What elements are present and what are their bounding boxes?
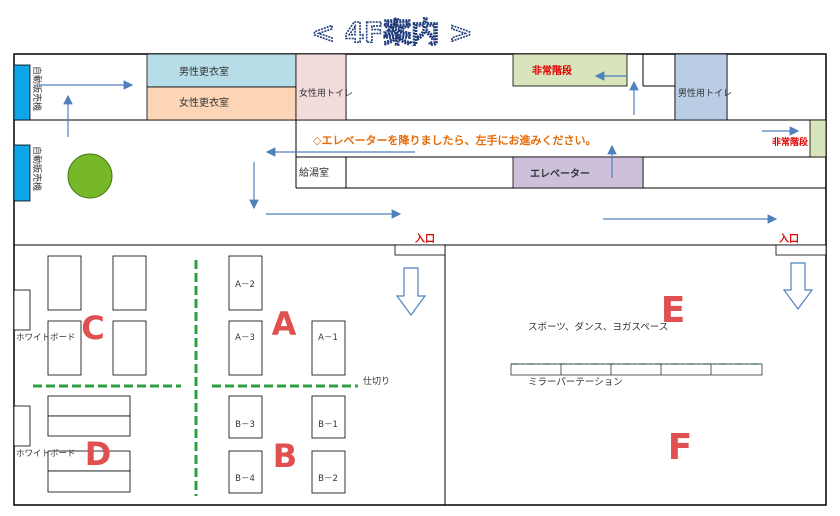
table-b4 (228, 450, 263, 494)
table-d-1 (47, 395, 131, 417)
building-outline (13, 53, 827, 506)
table-c-4 (112, 320, 147, 376)
entry-arrow-left-icon (395, 267, 427, 317)
men-toilet-label: 男性用トイレ (678, 87, 732, 99)
area-label-b: B (273, 437, 297, 475)
table-b1 (311, 395, 346, 439)
entrance-right-door (775, 244, 827, 256)
entrance-left-label: 入口 (415, 233, 435, 245)
mirror-partition-panels (510, 363, 763, 376)
table-b3-label: B－3 (235, 420, 255, 430)
area-label-c: C (81, 309, 104, 347)
kitchen-label: 給湯室 (299, 166, 329, 179)
vending-machine-bottom-label: 自動販売機 (31, 146, 43, 191)
guidance-text: ◇エレベーターを降りましたら、左手にお進みください。 (313, 133, 596, 147)
entrance-left-door (394, 244, 446, 256)
table-b3 (228, 395, 263, 439)
table-c-3 (47, 320, 82, 376)
elevator (512, 156, 644, 189)
table-c-1 (47, 255, 82, 311)
table-a2 (228, 255, 263, 311)
whiteboard-d-label: ホワイトボード (16, 449, 76, 459)
entrance-right-label: 入口 (779, 233, 799, 245)
mirror-partition-label: ミラーパーテーション (528, 377, 623, 388)
whiteboard-c-label: ホワイトボード (16, 333, 76, 343)
space-e-label: スポーツ、ダンス、ヨガスペース (528, 321, 668, 333)
men-changing-room-label: 男性更衣室 (179, 65, 229, 78)
area-label-f: F (668, 427, 693, 468)
vending-machine-bottom (13, 144, 31, 202)
page-title: < 4F案内 > (311, 16, 472, 49)
vending-machine-top (13, 64, 31, 121)
tree-icon (67, 153, 113, 199)
women-changing-room (146, 86, 297, 121)
whiteboard-d (13, 405, 31, 447)
table-a3 (228, 320, 263, 376)
table-b1-label: B－1 (318, 420, 338, 430)
table-d-4 (47, 470, 131, 493)
men-changing-room (146, 53, 297, 88)
area-label-e: E (661, 290, 686, 331)
elevator-label: エレベーター (530, 168, 590, 180)
table-a1-label: A－1 (318, 333, 338, 343)
women-toilet (295, 53, 347, 121)
emergency-stairs-right-label: 非常階段 (772, 136, 809, 148)
entry-arrow-right-icon (782, 262, 814, 311)
women-changing-room-label: 女性更衣室 (179, 96, 229, 109)
table-a1 (311, 320, 346, 376)
table-c-2 (112, 255, 147, 311)
table-b2 (311, 450, 346, 494)
table-a3-label: A－3 (235, 333, 255, 343)
emergency-stairs-right (809, 119, 827, 158)
partition-label: 仕切り (363, 375, 390, 387)
table-b2-label: B－2 (318, 474, 338, 484)
vending-machine-top-label: 自動販売機 (31, 66, 43, 111)
table-a2-label: A－2 (235, 280, 255, 290)
men-toilet (674, 53, 728, 121)
whiteboard-c (13, 289, 31, 331)
women-toilet-label: 女性用トイレ (299, 87, 353, 99)
emergency-stairs-top-label: 非常階段 (532, 64, 572, 77)
area-label-a: A (272, 305, 297, 343)
table-b4-label: B－4 (235, 474, 255, 484)
emergency-stairs-top (512, 53, 628, 87)
area-label-d: D (85, 435, 112, 473)
table-d-2 (47, 415, 131, 437)
